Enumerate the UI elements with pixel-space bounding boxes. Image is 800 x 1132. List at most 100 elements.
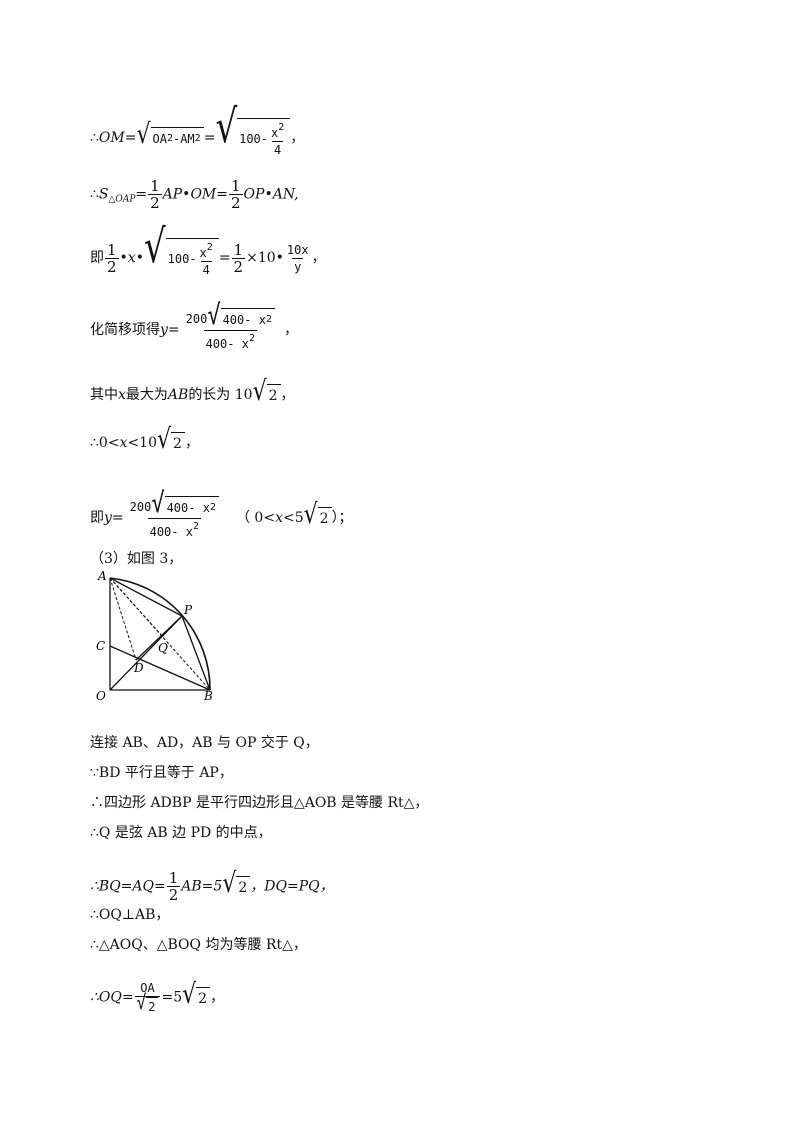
am-text: -AM xyxy=(172,132,195,146)
frac-den: 4 xyxy=(200,261,212,277)
rad-400: 400- x xyxy=(222,313,266,327)
eq-5: =5 xyxy=(161,989,183,1006)
sup-2b: 2 xyxy=(192,521,199,532)
oq-eq: ∴OQ= xyxy=(90,989,134,1006)
equals: = xyxy=(218,250,231,266)
simplify-text: 化简移项得 xyxy=(90,322,160,338)
label-c: C xyxy=(96,639,105,653)
text-a: 其中 xyxy=(90,387,118,403)
text-b: 最大为 xyxy=(125,387,168,403)
line-perp: ∴OQ⊥AB， xyxy=(90,907,170,923)
s-label: S xyxy=(98,186,109,203)
rad-2: 2 xyxy=(266,384,281,406)
line-parallelogram: ∴四边形 ADBP 是平行四边形且△AOB 是等腰 Rt△， xyxy=(90,795,429,811)
ji-word: 即 xyxy=(90,510,104,526)
ap-om: AP•OM= xyxy=(162,186,228,203)
comma: ， xyxy=(280,387,295,403)
line-range: ∴0<x<10√2， xyxy=(90,426,199,454)
sup-2: 2 xyxy=(166,133,173,144)
frac-den: y xyxy=(292,257,304,274)
sup-2: 2 xyxy=(265,314,272,325)
segment-pb xyxy=(181,615,211,691)
x-var: x xyxy=(118,387,126,403)
om-label: OM xyxy=(98,130,125,146)
frac-den: 2 xyxy=(148,194,162,212)
sqrt-2: √2 xyxy=(157,426,185,454)
frac-num: 1 xyxy=(231,177,241,195)
frac-num: 1 xyxy=(107,240,117,259)
sup-2b: 2 xyxy=(248,333,255,344)
frac-den: 2 xyxy=(166,886,181,904)
label-p: P xyxy=(183,603,193,617)
cond-x: x xyxy=(275,510,283,526)
line-part3: （3）如图 3， xyxy=(90,551,183,567)
therefore-symbol: ∴ xyxy=(90,130,99,146)
frac-num: x xyxy=(271,126,279,140)
bq-aq: ∴BQ=AQ= xyxy=(90,878,166,895)
sup-2: 2 xyxy=(209,502,216,513)
comma: ， xyxy=(283,322,298,338)
frac-num: 10x xyxy=(286,242,309,257)
comma: ， xyxy=(290,130,305,146)
dq-pq: ，DQ=PQ， xyxy=(250,878,334,895)
times-10: ×10• xyxy=(246,250,284,266)
x-dot: •x• xyxy=(119,250,144,266)
den-400: 400- x xyxy=(205,337,249,351)
op-an: OP•AN, xyxy=(243,186,299,203)
frac-num: 1 xyxy=(168,869,179,887)
label-q: Q xyxy=(158,641,168,655)
sup-2c: 2 xyxy=(278,122,285,133)
line-midpoint: ∴Q 是弦 AB 边 PD 的中点， xyxy=(90,825,272,841)
equals: = xyxy=(124,130,137,146)
therefore-symbol: ∴ xyxy=(90,186,99,203)
frac-den: 2 xyxy=(105,257,119,276)
comma: ， xyxy=(184,435,199,451)
rad-2: 2 xyxy=(317,507,332,529)
ji-word: 即 xyxy=(90,250,104,266)
rad-100: 100- xyxy=(239,132,269,146)
frac-num: x xyxy=(199,246,207,260)
comma: ， xyxy=(311,250,326,266)
line-max: 其中x最大为AB的长为 10√2， xyxy=(90,378,295,406)
num-200: 200 xyxy=(129,500,152,514)
line-oq: ∴OQ=OA√2=5√2， xyxy=(90,980,224,1015)
arc-ab xyxy=(109,577,211,691)
comma: ， xyxy=(210,989,225,1006)
text-a: ∴0< xyxy=(90,435,120,451)
sup-2b: 2 xyxy=(194,133,201,144)
equals-2: = xyxy=(203,130,216,146)
frac-num: OA xyxy=(140,981,155,995)
rad-2b: 2 xyxy=(196,986,211,1009)
rad-2: 2 xyxy=(171,432,185,454)
sqrt-2: √2 xyxy=(253,378,281,406)
dashed-aq xyxy=(109,577,165,639)
s-subscript: △OAP xyxy=(108,194,136,205)
segment-cb xyxy=(109,645,211,691)
sqrt-2: √2 xyxy=(222,869,251,898)
frac-num: 1 xyxy=(233,240,244,259)
segment-dp xyxy=(135,615,183,661)
label-d: D xyxy=(133,661,144,675)
ab-5: AB=5 xyxy=(181,878,223,895)
cond-a: （ 0< xyxy=(235,510,276,526)
oa-text: OA xyxy=(152,132,167,146)
line-because: ∵BD 平行且等于 AP， xyxy=(90,765,233,781)
rad-100: 100- xyxy=(167,252,197,266)
line-isosceles: ∴△AOQ、△BOQ 均为等腰 Rt△， xyxy=(90,937,307,953)
frac-den: 2 xyxy=(229,194,243,212)
